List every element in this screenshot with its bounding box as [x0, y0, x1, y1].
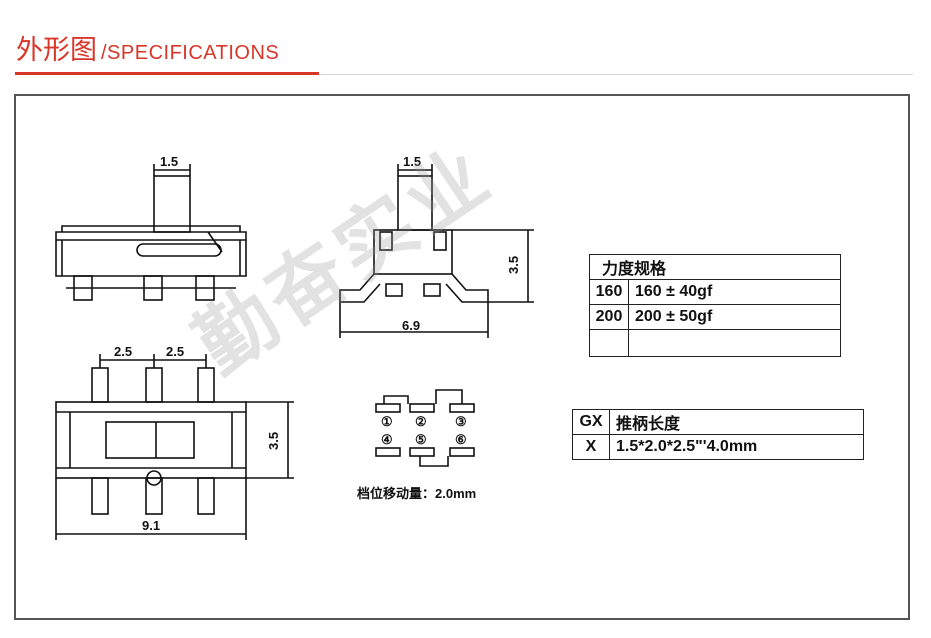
travel-caption: 档位移动量：2.0mm — [357, 486, 477, 501]
top-view-actuator-dim: 1.5 — [160, 154, 178, 169]
handle-value-cell: 1.5*2.0*2.5"'4.0mm — [609, 434, 864, 460]
table-row: 200 200 ± 50gf — [589, 304, 841, 330]
section-title-cn: 外形图 — [16, 35, 97, 66]
title-underline-accent — [15, 72, 319, 75]
force-spec-table: 力度规格 160 160 ± 40gf 200 200 ± 50gf — [589, 254, 841, 357]
force-value-cell: 160 ± 40gf — [628, 279, 841, 305]
table-row: X 1.5*2.0*2.5"'4.0mm — [572, 434, 864, 460]
bottom-view-pitch-left: 2.5 — [114, 344, 132, 359]
section-title-en: /SPECIFICATIONS — [101, 42, 280, 64]
table-row: GX 推柄长度 — [572, 409, 864, 435]
pin-number-4: ④ — [381, 432, 393, 447]
handle-table-header-code: GX — [572, 409, 610, 435]
pin-number-3: ③ — [455, 414, 467, 429]
handle-code-cell: X — [572, 434, 610, 460]
handle-table-header-label: 推柄长度 — [609, 409, 864, 435]
bottom-view — [55, 354, 294, 540]
force-value-cell — [628, 329, 841, 357]
title-underline-rule — [319, 74, 913, 75]
table-row — [589, 329, 841, 357]
force-value-cell: 200 ± 50gf — [628, 304, 841, 330]
side-view — [339, 164, 534, 338]
pad-layout — [375, 389, 475, 467]
drawing-frame — [14, 94, 910, 620]
force-code-cell — [589, 329, 629, 357]
table-row: 160 160 ± 40gf — [589, 279, 841, 305]
pin-number-5: ⑤ — [415, 432, 427, 447]
top-view — [55, 164, 247, 301]
side-view-actuator-dim: 1.5 — [403, 154, 421, 169]
pin-number-6: ⑥ — [455, 432, 467, 447]
bottom-view-length-dim: 9.1 — [142, 518, 160, 533]
section-title: 外形图/SPECIFICATIONS — [16, 28, 279, 67]
table-row: 力度规格 — [589, 254, 841, 280]
side-view-width-dim: 6.9 — [402, 318, 420, 333]
force-table-header: 力度规格 — [589, 254, 841, 280]
force-code-cell: 200 — [589, 304, 629, 330]
pin-number-2: ② — [415, 414, 427, 429]
bottom-view-height-dim: 3.5 — [266, 432, 281, 450]
handle-length-table: GX 推柄长度 X 1.5*2.0*2.5"'4.0mm — [572, 409, 864, 460]
pin-number-1: ① — [381, 414, 393, 429]
force-code-cell: 160 — [589, 279, 629, 305]
section-header: 外形图/SPECIFICATIONS — [0, 0, 931, 80]
bottom-view-pitch-right: 2.5 — [166, 344, 184, 359]
side-view-height-dim: 3.5 — [506, 256, 521, 274]
